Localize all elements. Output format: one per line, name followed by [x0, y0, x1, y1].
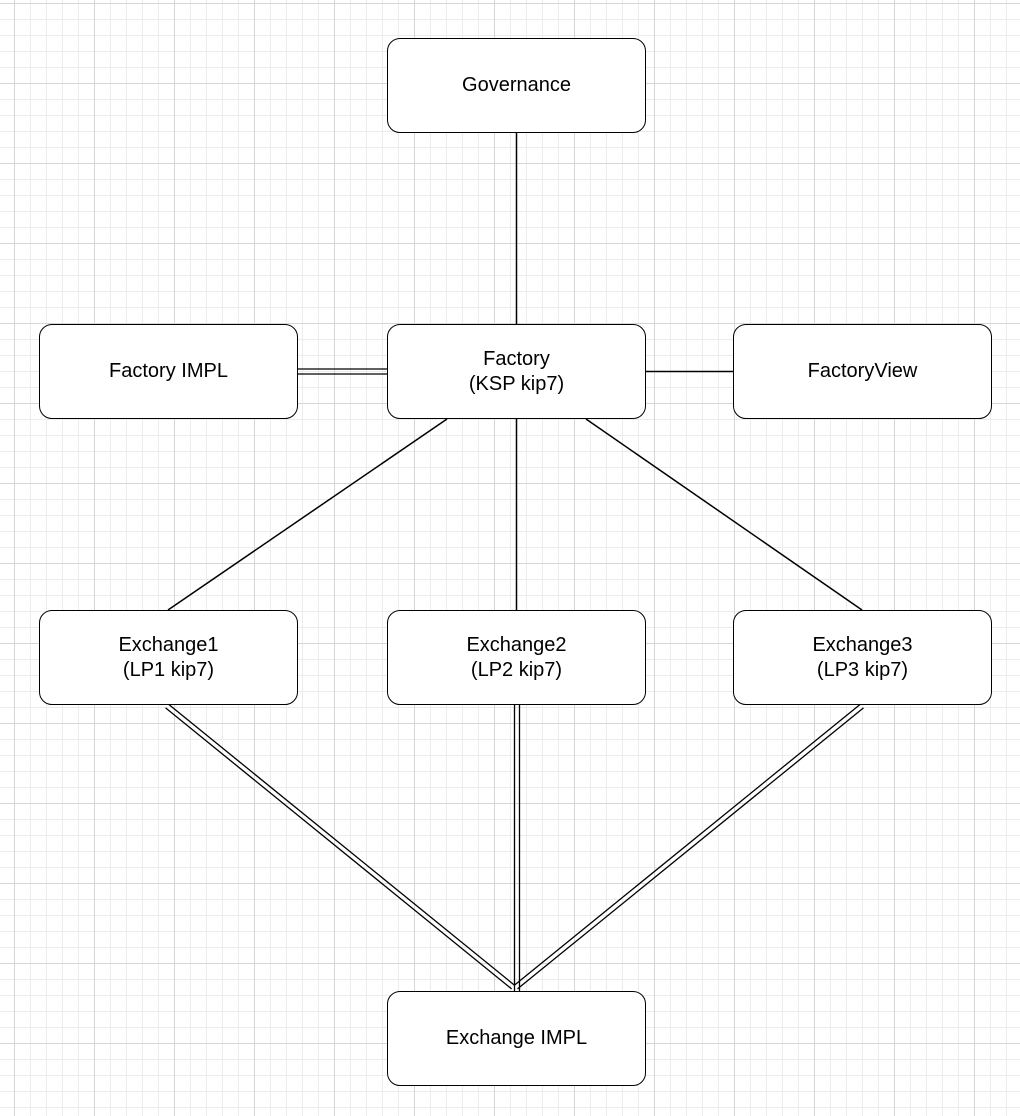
exchange1-node[interactable]: Exchange1 (LP1 kip7): [39, 610, 298, 705]
exchange1-sublabel: (LP1 kip7): [122, 658, 215, 681]
exchange-impl-node[interactable]: Exchange IMPL: [387, 991, 646, 1086]
governance-node[interactable]: Governance: [387, 38, 646, 133]
edge-exchange2-exchange-impl: [513, 705, 521, 991]
factory-label: Factory: [483, 347, 550, 370]
exchange3-node[interactable]: Exchange3 (LP3 kip7): [733, 610, 992, 705]
edge-factory-factory-impl: [298, 368, 387, 375]
factory-impl-label: Factory IMPL: [109, 360, 228, 382]
edge-factory-exchange3: [585, 418, 863, 611]
exchange3-sublabel: (LP3 kip7): [816, 658, 909, 681]
exchange2-label: Exchange2: [466, 633, 567, 656]
exchange2-sublabel: (LP2 kip7): [470, 658, 563, 681]
edge-factory-exchange1: [167, 418, 448, 611]
governance-label: Governance: [462, 74, 571, 96]
exchange2-node[interactable]: Exchange2 (LP2 kip7): [387, 610, 646, 705]
factory-node[interactable]: Factory (KSP kip7): [387, 324, 646, 419]
exchange-impl-label: Exchange IMPL: [445, 1027, 588, 1049]
edge-exchange3-exchange-impl: [514, 703, 864, 990]
exchange1-label: Exchange1: [118, 633, 219, 656]
factory-impl-node[interactable]: Factory IMPL: [39, 324, 298, 419]
exchange3-label: Exchange3: [812, 633, 913, 656]
factory-sublabel: (KSP kip7): [468, 372, 565, 395]
edge-exchange1-exchange-impl: [165, 703, 515, 990]
factory-view-node[interactable]: FactoryView: [733, 324, 992, 419]
factory-view-label: FactoryView: [807, 360, 918, 382]
